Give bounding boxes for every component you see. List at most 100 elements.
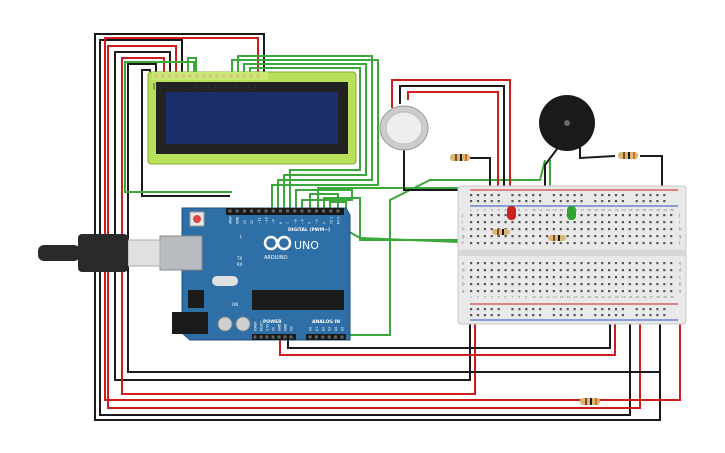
breadboard-hole <box>670 276 673 279</box>
breadboard-hole <box>594 262 597 265</box>
resistor-band <box>585 398 587 405</box>
row-letter: a <box>462 289 465 294</box>
analog-pin <box>321 335 325 339</box>
wire-black <box>94 33 661 421</box>
breadboard-hole <box>649 228 652 231</box>
breadboard-hole <box>587 262 590 265</box>
reset-button-cap <box>193 215 201 223</box>
breadboard-hole <box>635 314 638 317</box>
breadboard-hole <box>470 200 473 203</box>
breadboard-hole <box>552 242 555 245</box>
breadboard-hole <box>566 221 569 224</box>
breadboard-hole <box>559 269 562 272</box>
breadboard-hole <box>532 283 535 286</box>
column-number: 25 <box>636 208 640 212</box>
breadboard-hole <box>545 214 549 217</box>
column-number: 10 <box>532 295 536 299</box>
breadboard-hole <box>490 194 493 197</box>
breadboard-hole <box>525 200 528 203</box>
breadboard-hole <box>670 283 673 286</box>
breadboard-hole <box>608 308 611 311</box>
column-number: 6 <box>505 208 507 212</box>
digital-pin <box>250 209 254 213</box>
arduino-model: UNO <box>294 239 319 252</box>
breadboard-hole <box>635 290 638 293</box>
breadboard-hole <box>511 269 514 272</box>
row-letter: i <box>462 220 463 225</box>
breadboard-hole <box>490 214 493 217</box>
lcd-pin <box>242 74 247 78</box>
breadboard-hole <box>539 262 542 265</box>
breadboard-hole <box>518 214 521 217</box>
power-pin <box>265 335 269 339</box>
column-number: 19 <box>594 208 598 212</box>
analog-pin-label: A3 <box>328 327 332 331</box>
breadboard-hole <box>656 262 659 265</box>
column-number: 6 <box>505 295 507 299</box>
breadboard-hole <box>614 290 618 293</box>
breadboard-hole <box>476 290 480 293</box>
column-number: 4 <box>491 295 493 299</box>
breadboard-hole <box>552 214 555 217</box>
breadboard-hole <box>587 214 590 217</box>
breadboard-hole <box>511 290 514 293</box>
breadboard-hole <box>525 194 528 197</box>
breadboard-hole <box>483 262 486 265</box>
column-number: 29 <box>663 295 667 299</box>
lcd-pin-label: GND <box>152 82 156 90</box>
breadboard-hole <box>470 276 473 279</box>
breadboard-hole <box>497 200 500 203</box>
breadboard-hole <box>663 221 666 224</box>
breadboard-hole <box>608 214 611 217</box>
lcd-pin-label: V0 <box>166 86 170 90</box>
breadboard-hole <box>601 214 604 217</box>
arduino-board: ARDUINO UNO DIGITAL (PWM~) POWER ANALOG … <box>38 207 351 341</box>
row-letter: a <box>679 289 682 294</box>
digital-pin-label: ~10 <box>265 217 269 224</box>
column-number: 18 <box>587 295 591 299</box>
breadboard-hole <box>539 314 542 317</box>
breadboard-hole <box>587 235 590 238</box>
lcd-screen <box>166 92 338 144</box>
breadboard-hole <box>470 314 473 317</box>
breadboard-hole <box>635 200 638 203</box>
buzzer-hole <box>564 120 570 126</box>
breadboard-hole <box>532 290 535 293</box>
outer-wires <box>94 33 681 421</box>
column-number: 30 <box>670 208 674 212</box>
analog-pin <box>334 335 338 339</box>
piezo-buzzer <box>539 95 595 151</box>
analog-pin-label: A0 <box>309 327 313 331</box>
breadboard-hole <box>580 276 583 279</box>
breadboard-hole <box>490 314 493 317</box>
breadboard-hole <box>552 276 555 279</box>
led-red <box>507 206 516 220</box>
breadboard-hole <box>566 228 569 231</box>
breadboard-hole <box>635 283 638 286</box>
breadboard-hole <box>573 308 576 311</box>
digital-pin-label: 8 <box>279 222 283 224</box>
breadboard-hole <box>594 269 597 272</box>
row-letter: d <box>462 268 465 273</box>
breadboard-hole <box>663 235 666 238</box>
breadboard-hole <box>573 228 576 231</box>
breadboard-hole <box>511 276 514 279</box>
breadboard-hole <box>532 214 535 217</box>
breadboard-hole <box>594 276 597 279</box>
breadboard-hole <box>663 283 666 286</box>
breadboard-hole <box>608 314 611 317</box>
breadboard-hole <box>635 269 638 272</box>
column-number: 12 <box>546 208 550 212</box>
resistor <box>548 235 566 241</box>
digital-pin-label: TX 1 <box>329 217 333 225</box>
column-number: 14 <box>560 208 564 212</box>
digital-pin <box>307 209 311 213</box>
digital-pin-label: 7 <box>286 222 290 224</box>
breadboard-hole <box>601 269 604 272</box>
breadboard-hole <box>663 242 666 245</box>
power-pin <box>271 335 275 339</box>
breadboard-hole <box>518 314 521 317</box>
breadboard-hole <box>594 290 597 293</box>
breadboard-hole <box>476 200 480 203</box>
column-number: 12 <box>546 295 550 299</box>
